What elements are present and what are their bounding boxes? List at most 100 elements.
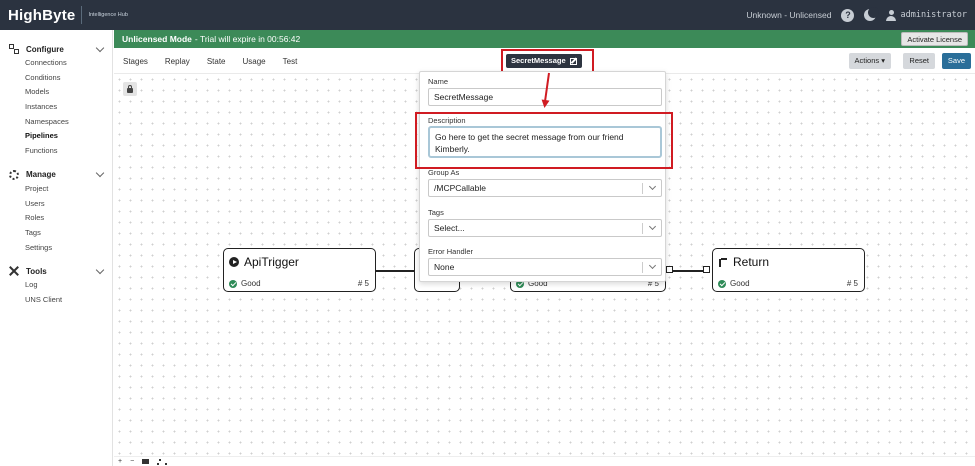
error-handler-value: None <box>434 262 455 272</box>
check-circle-icon <box>718 279 726 288</box>
node-apitrigger[interactable]: ApiTrigger Good # 5 <box>223 248 376 292</box>
annotation-arrow-head <box>540 99 550 109</box>
group-as-label: Group As <box>428 168 460 177</box>
chevron-down-icon[interactable] <box>95 265 105 274</box>
save-button[interactable]: Save <box>941 53 971 69</box>
group-as-select[interactable]: /MCPCallable <box>428 179 662 197</box>
reset-button[interactable]: Reset <box>903 53 935 69</box>
tab-usage[interactable]: Usage <box>242 56 266 66</box>
activate-license-button[interactable]: Activate License <box>901 32 968 46</box>
sidebar-item-models[interactable]: Models <box>25 87 50 97</box>
sidebar-item-connections[interactable]: Connections <box>25 58 67 67</box>
sidebar-item-project[interactable]: Project <box>25 183 49 193</box>
sidebar-section-tools[interactable]: Tools <box>0 264 112 278</box>
license-status: Unknown - Unlicensed <box>746 10 832 20</box>
error-handler-label: Error Handler <box>428 247 474 256</box>
annotation-highlight-name <box>501 49 594 73</box>
play-icon <box>229 257 239 267</box>
node-status: Good <box>229 279 261 288</box>
sidebar-item-namespaces[interactable]: Namespaces <box>25 116 69 126</box>
chevron-down-icon[interactable] <box>648 261 657 270</box>
fit-view-icon[interactable] <box>142 459 150 464</box>
select-divider <box>642 183 643 194</box>
sidebar-item-log[interactable]: Log <box>25 280 38 290</box>
tags-select[interactable]: Select... <box>428 219 662 237</box>
select-divider <box>642 223 643 234</box>
tab-stages[interactable]: Stages <box>123 56 148 66</box>
sidebar-item-pipelines[interactable]: Pipelines <box>25 131 58 141</box>
sidebar-item-uns-client[interactable]: UNS Client <box>25 294 63 304</box>
sidebar-section-configure[interactable]: Configure <box>0 42 112 56</box>
sidebar-section-manage[interactable]: Manage <box>0 168 112 182</box>
chevron-down-icon[interactable] <box>95 169 105 178</box>
tools-icon <box>9 266 19 276</box>
description-textarea[interactable]: Go here to get the secret message from o… <box>428 126 662 158</box>
group-as-value: /MCPCallable <box>434 183 486 193</box>
sidebar-item-tags[interactable]: Tags <box>25 227 41 237</box>
node-count: # 5 <box>647 279 659 288</box>
actions-label: Actions <box>854 56 880 65</box>
lock-icon <box>127 84 133 93</box>
chevron-down-icon[interactable] <box>648 182 657 191</box>
zoom-in-button[interactable]: + <box>118 458 123 465</box>
sidebar-item-users[interactable]: Users <box>25 198 45 208</box>
node-status: Good <box>516 279 548 288</box>
edit-icon <box>569 57 577 65</box>
node-count: # 5 <box>357 279 369 288</box>
canvas-controls: + − <box>114 456 975 466</box>
node-count: # 5 <box>846 279 858 288</box>
edge-trigger-to-stage <box>376 270 416 272</box>
node-return[interactable]: Return Good # 5 <box>712 248 865 292</box>
sidebar-item-instances[interactable]: Instances <box>25 102 58 112</box>
tab-state[interactable]: State <box>206 56 226 66</box>
chevron-down-icon[interactable] <box>648 222 657 231</box>
pipeline-name: SecretMessage <box>511 56 566 65</box>
node-status: Good <box>718 279 750 288</box>
section-title: Manage <box>26 170 56 180</box>
input-port[interactable] <box>703 266 710 273</box>
sidebar-item-settings[interactable]: Settings <box>25 242 53 252</box>
chevron-down-icon[interactable] <box>95 43 105 52</box>
gear-icon <box>9 169 19 180</box>
top-bar-right: Unknown - Unlicensed ? administrator <box>746 0 967 30</box>
help-icon[interactable]: ? <box>841 8 855 22</box>
configure-icon <box>9 44 19 54</box>
tags-label: Tags <box>428 208 444 217</box>
section-title: Configure <box>26 44 64 54</box>
username[interactable]: administrator <box>900 10 967 20</box>
name-label: Name <box>428 77 449 86</box>
output-port[interactable] <box>666 266 673 273</box>
top-bar: HighByte Intelligence Hub Unknown - Unli… <box>0 0 975 30</box>
logo-divider <box>81 6 83 24</box>
node-status-text: Good <box>730 279 750 288</box>
banner-mode: Unlicensed Mode <box>122 34 192 44</box>
select-divider <box>642 262 643 273</box>
logo[interactable]: HighByte Intelligence Hub <box>0 0 128 30</box>
sidebar-item-functions[interactable]: Functions <box>25 146 58 156</box>
layout-icon[interactable] <box>157 458 168 465</box>
node-title-text: Return <box>733 255 770 269</box>
node-title: ApiTrigger <box>229 255 299 269</box>
lock-button[interactable] <box>123 82 137 96</box>
return-icon <box>718 257 728 267</box>
node-title: Return <box>718 255 769 269</box>
actions-button[interactable]: Actions ▾ <box>848 53 891 69</box>
node-status-text: Good <box>528 279 548 288</box>
error-handler-select[interactable]: None <box>428 258 662 276</box>
user-icon[interactable] <box>886 9 897 21</box>
pipeline-toolbar: Stages Replay State Usage Test SecretMes… <box>114 48 975 74</box>
tab-replay[interactable]: Replay <box>164 56 190 66</box>
sidebar-item-roles[interactable]: Roles <box>25 213 45 223</box>
sidebar: Configure Connections Conditions Models … <box>0 30 113 466</box>
sidebar-item-conditions[interactable]: Conditions <box>25 72 61 82</box>
dark-mode-icon[interactable] <box>864 7 880 21</box>
pipeline-properties-popover: Name Description Go here to get the secr… <box>419 71 666 282</box>
annotation-highlight-description <box>415 112 673 169</box>
check-circle-icon <box>229 279 237 288</box>
tab-test[interactable]: Test <box>282 56 298 66</box>
zoom-out-button[interactable]: − <box>130 458 135 465</box>
pipeline-tabs: Stages Replay State Usage Test <box>123 48 297 74</box>
section-title: Tools <box>26 266 47 276</box>
pipeline-name-button[interactable]: SecretMessage <box>506 54 582 68</box>
node-title-text: ApiTrigger <box>244 255 299 269</box>
